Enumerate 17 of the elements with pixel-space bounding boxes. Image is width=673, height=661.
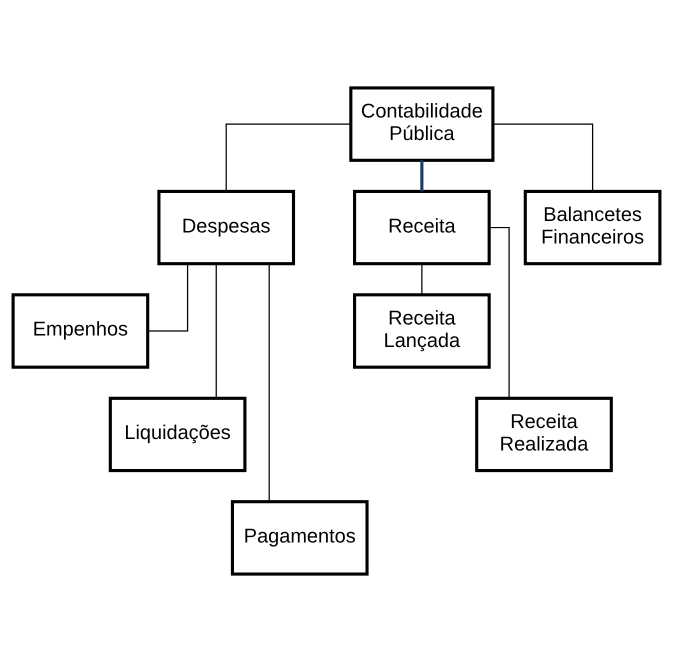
node-box: Empenhos — [12, 292, 150, 368]
connector — [421, 263, 422, 294]
connector — [148, 263, 188, 332]
connector — [489, 226, 510, 398]
connector — [268, 263, 270, 501]
node-box: Pagamentos — [230, 500, 369, 576]
node-box: Liquidações — [108, 396, 246, 472]
node-box: Receita Realizada — [475, 396, 613, 472]
connector — [226, 123, 351, 191]
connector — [420, 160, 424, 191]
node-box: Receita — [353, 189, 491, 265]
node-box: Balancetes Financeiros — [524, 189, 662, 265]
connector — [493, 123, 594, 191]
connector — [216, 264, 217, 398]
node-box: Contabilidade Pública — [349, 86, 494, 162]
node-box: Receita Lançada — [353, 292, 491, 368]
node-box: Despesas — [157, 189, 296, 265]
